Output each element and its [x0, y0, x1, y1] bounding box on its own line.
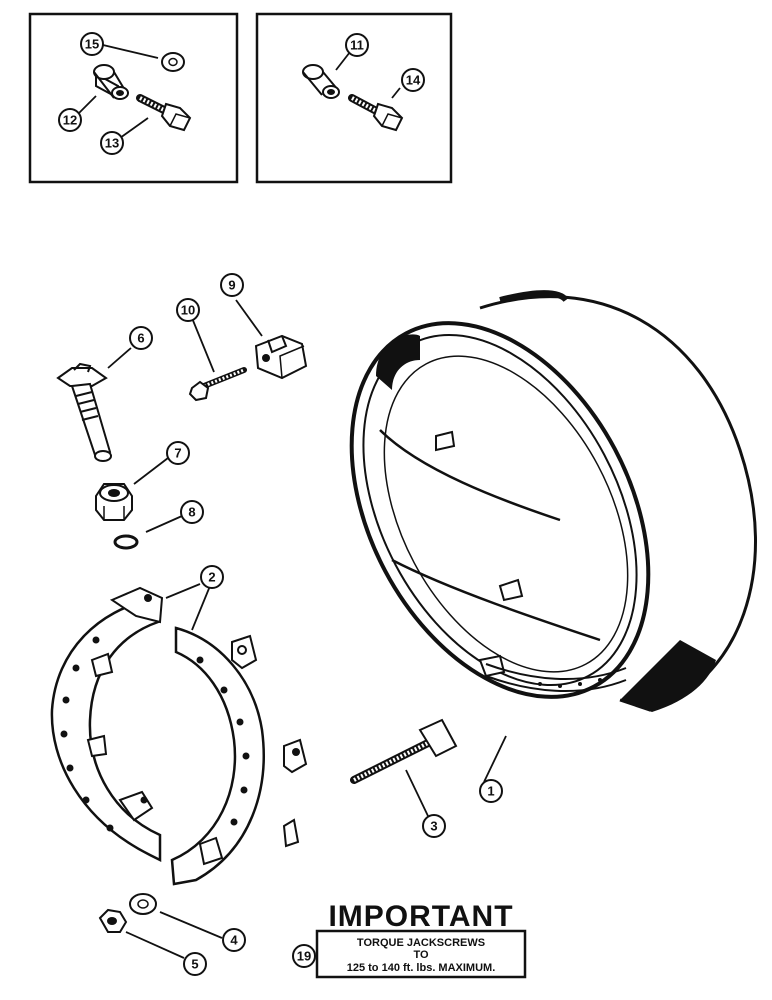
jackscrew-part-10	[188, 367, 247, 402]
callout-label: 1	[487, 784, 494, 799]
callout-label: 11	[350, 38, 364, 53]
callout-label: 19	[297, 949, 311, 964]
callout-label: 9	[228, 278, 235, 293]
bolt-part-14	[348, 94, 404, 132]
callout-label: 7	[174, 446, 181, 461]
important-line-2: TO	[413, 949, 429, 961]
callout-8: 8	[180, 500, 204, 524]
callout-label: 5	[191, 957, 198, 972]
callout-3: 3	[422, 814, 446, 838]
important-box	[315, 929, 527, 979]
callout-label: 14	[406, 73, 421, 88]
wheel-rim-part-1	[349, 290, 758, 712]
stud-bolt-part-6	[56, 362, 112, 462]
important-line-3: 125 to 140 ft. lbs. MAXIMUM.	[347, 962, 496, 974]
callout-label: 2	[208, 570, 215, 585]
callout-label: 15	[85, 37, 99, 52]
callout-label: 13	[105, 136, 119, 151]
bushing-part-11	[302, 64, 340, 99]
callout-label: 10	[181, 303, 195, 318]
callout-1: 1	[479, 779, 503, 803]
lock-washer-part-8	[113, 534, 139, 550]
callout-2: 2	[200, 565, 224, 589]
callout-label: 4	[230, 933, 238, 948]
callout-4: 4	[222, 928, 246, 952]
callout-11: 11	[345, 33, 369, 57]
callout-14: 14	[401, 68, 425, 92]
washer-part-4	[129, 893, 157, 915]
inset-box-right	[255, 12, 453, 184]
callout-label: 3	[430, 819, 437, 834]
inset-box-left	[28, 12, 239, 184]
callout-10: 10	[176, 298, 200, 322]
callout-19: 19	[292, 944, 316, 968]
callout-7: 7	[166, 441, 190, 465]
callout-13: 13	[100, 131, 124, 155]
nut-part-7	[95, 483, 133, 521]
leader-lines	[78, 44, 507, 959]
callout-label: 12	[63, 113, 77, 128]
nut-part-5	[98, 908, 128, 933]
bushing-part-12	[93, 64, 129, 100]
important-note: IMPORTANT TORQUE JACKSCREWS TO 125 to 14…	[315, 900, 527, 979]
callout-label: 6	[137, 331, 144, 346]
callout-5: 5	[183, 952, 207, 976]
callout-15: 15	[80, 32, 104, 56]
important-line-1: TORQUE JACKSCREWS	[357, 937, 485, 949]
clamp-part-9	[254, 334, 308, 380]
callout-6: 6	[129, 326, 153, 350]
callout-9: 9	[220, 273, 244, 297]
t-bolt-part-3	[350, 718, 458, 784]
important-title: IMPORTANT	[328, 900, 513, 933]
callout-12: 12	[58, 108, 82, 132]
washer-part-15	[161, 52, 185, 72]
bolt-part-13	[136, 94, 192, 132]
clamp-ring-part-2	[50, 586, 308, 886]
callout-label: 8	[188, 505, 195, 520]
